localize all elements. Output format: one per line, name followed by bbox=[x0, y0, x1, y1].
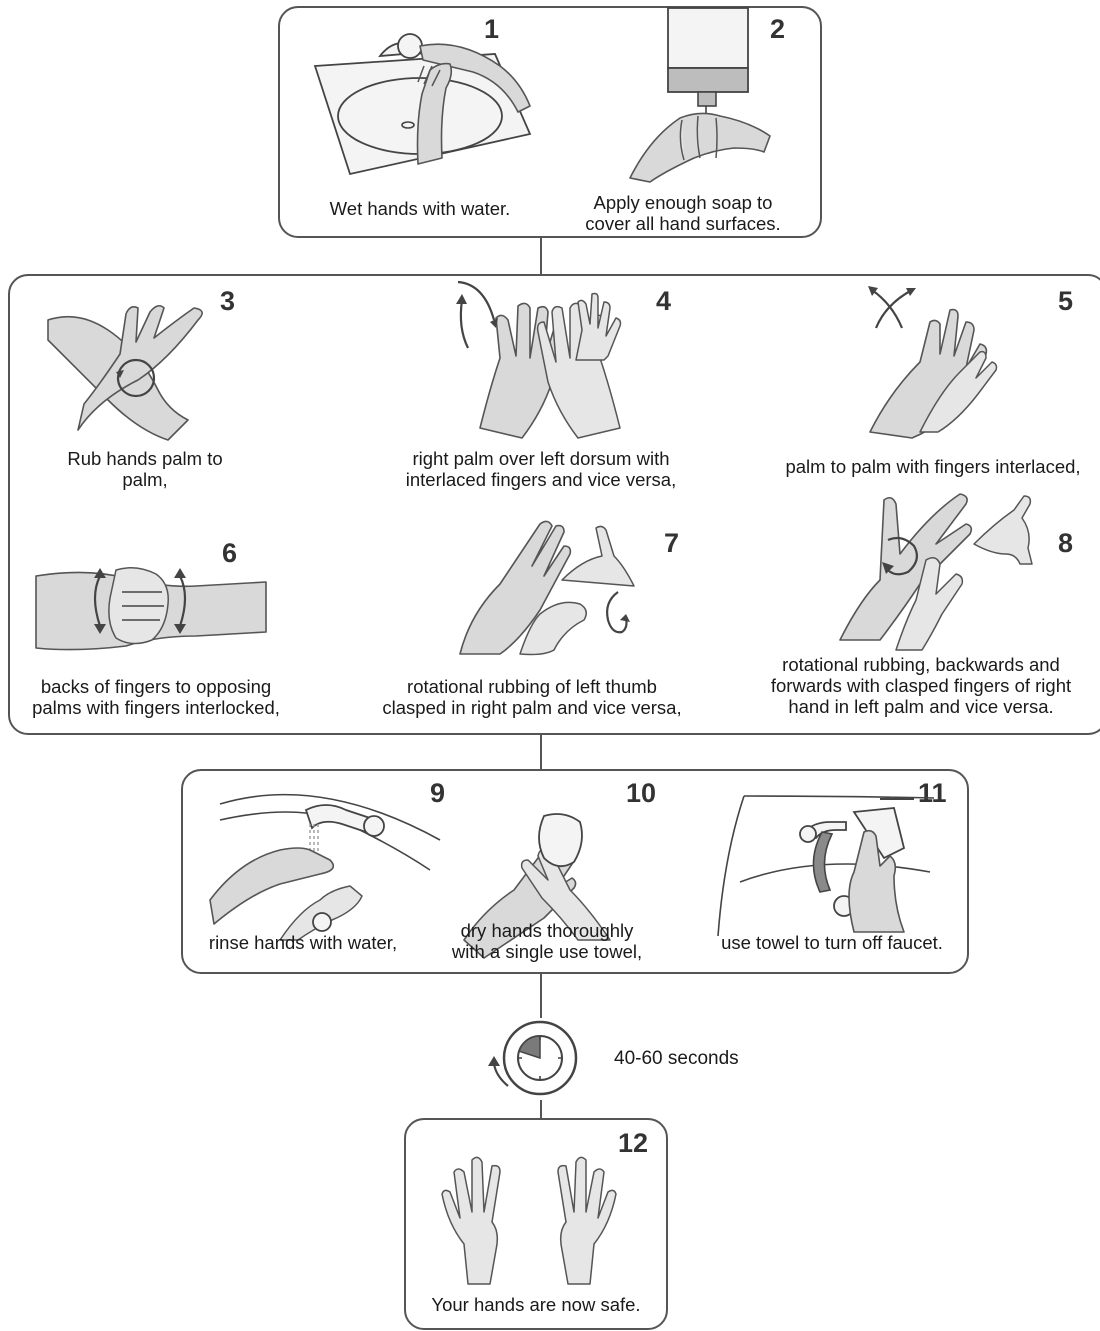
step-7-caption-line-1: rotational rubbing of left thumb bbox=[358, 676, 706, 697]
step-6-caption: backs of fingers to opposing palms with … bbox=[16, 676, 296, 718]
step-11-number-rule bbox=[880, 798, 914, 800]
step-6-caption-line-1: backs of fingers to opposing bbox=[16, 676, 296, 697]
step-7-number: 7 bbox=[664, 530, 679, 557]
step-8-caption-line-2: forwards with clasped fingers of right bbox=[736, 675, 1100, 696]
step-10-caption-line-2: with a single use towel, bbox=[436, 941, 658, 962]
step-10-caption-line-1: dry hands thoroughly bbox=[436, 920, 658, 941]
step-12-caption: Your hands are now safe. bbox=[404, 1294, 668, 1315]
step-9-rinse-illustration bbox=[210, 780, 440, 940]
step-8-number: 8 bbox=[1058, 530, 1073, 557]
step-7-inset-illustration bbox=[560, 518, 640, 588]
step-12-clean-hands-illustration bbox=[434, 1146, 624, 1284]
step-9-caption-line-1: rinse hands with water, bbox=[192, 932, 414, 953]
step-12-caption-line-1: Your hands are now safe. bbox=[404, 1294, 668, 1315]
step-2-caption-line-1: Apply enough soap to bbox=[560, 192, 806, 213]
step-4-caption-line-1: right palm over left dorsum with bbox=[376, 448, 706, 469]
step-8-caption: rotational rubbing, backwards and forwar… bbox=[736, 654, 1100, 717]
connector-3-8-to-9-11 bbox=[540, 733, 542, 771]
step-2-caption: Apply enough soap to cover all hand surf… bbox=[560, 192, 806, 234]
step-7-caption-line-2: clasped in right palm and vice versa, bbox=[358, 697, 706, 718]
step-8-caption-line-1: rotational rubbing, backwards and bbox=[736, 654, 1100, 675]
step-5-caption-line-1: palm to palm with fingers interlaced, bbox=[760, 456, 1100, 477]
step-3-caption-line-1: Rub hands palm to bbox=[20, 448, 270, 469]
step-8-fingertips-illustration bbox=[836, 490, 986, 650]
step-8-inset-illustration bbox=[972, 494, 1042, 564]
step-3-number: 3 bbox=[220, 288, 235, 315]
step-2-caption-line-2: cover all hand surfaces. bbox=[560, 213, 806, 234]
connector-9-11-to-timer bbox=[540, 972, 542, 1018]
step-4-number: 4 bbox=[656, 288, 671, 315]
step-10-number: 10 bbox=[626, 780, 656, 807]
step-3-palms-illustration bbox=[38, 300, 208, 440]
step-4-caption-line-2: interlaced fingers and vice versa, bbox=[376, 469, 706, 490]
step-9-caption: rinse hands with water, bbox=[192, 932, 414, 953]
step-6-interlocked-illustration bbox=[36, 556, 266, 656]
step-5-caption: palm to palm with fingers interlaced, bbox=[760, 456, 1100, 477]
step-10-caption: dry hands thoroughly with a single use t… bbox=[436, 920, 658, 962]
step-5-interlaced-illustration bbox=[860, 282, 1020, 432]
step-2-soap-illustration bbox=[620, 8, 780, 188]
step-4-caption: right palm over left dorsum with interla… bbox=[376, 448, 706, 490]
step-3-caption-line-2: palm, bbox=[20, 469, 270, 490]
step-11-faucet-illustration bbox=[704, 792, 934, 942]
step-5-number: 5 bbox=[1058, 288, 1073, 315]
step-1-sink-illustration bbox=[310, 24, 540, 184]
timer-duration-label: 40-60 seconds bbox=[614, 1048, 739, 1070]
clock-timer-icon bbox=[484, 1014, 584, 1106]
step-1-caption-line-1: Wet hands with water. bbox=[296, 198, 544, 219]
step-7-caption: rotational rubbing of left thumb clasped… bbox=[358, 676, 706, 718]
step-11-caption: use towel to turn off faucet. bbox=[698, 932, 966, 953]
step-6-caption-line-2: palms with fingers interlocked, bbox=[16, 697, 296, 718]
connector-1-2-to-3-8 bbox=[540, 236, 542, 276]
step-3-caption: Rub hands palm to palm, bbox=[20, 448, 270, 490]
step-4-inset-illustration bbox=[570, 290, 630, 360]
step-7-rotate-arrow-icon bbox=[600, 588, 636, 638]
step-1-caption: Wet hands with water. bbox=[296, 198, 544, 219]
step-8-caption-line-3: hand in left palm and vice versa. bbox=[736, 696, 1100, 717]
step-11-caption-line-1: use towel to turn off faucet. bbox=[698, 932, 966, 953]
